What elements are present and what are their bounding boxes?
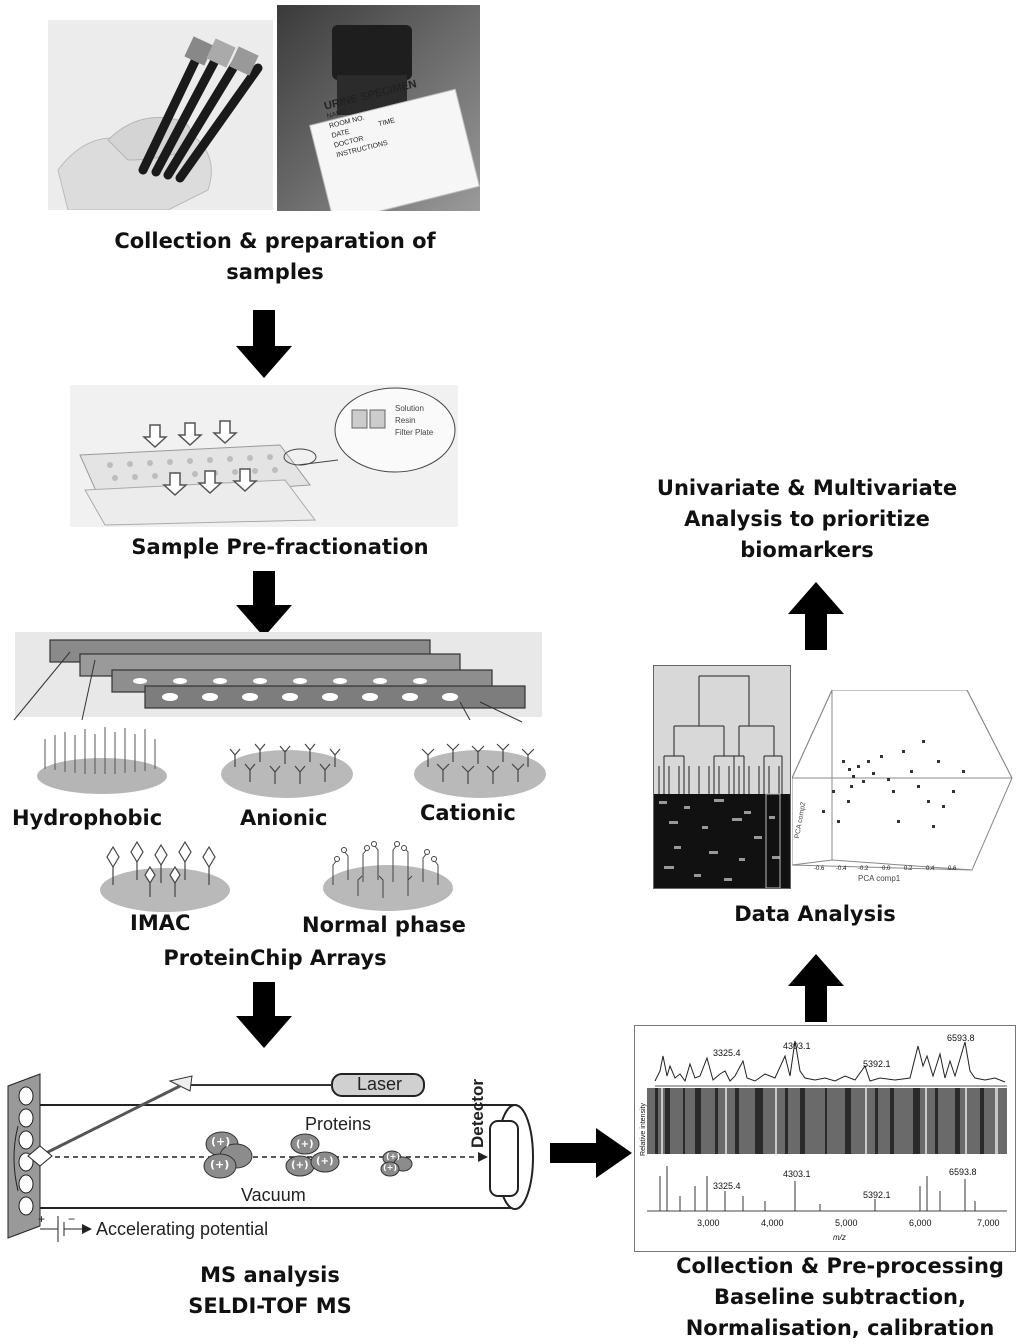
pca-xtick-1: -0.6	[814, 866, 825, 872]
svg-text:−: −	[68, 1212, 75, 1226]
spectrum-panel: 3325.4 4303.1 5392.1 6593.8 Relative int…	[634, 1025, 1016, 1252]
peak-label-top-1: 3325.4	[713, 1048, 741, 1058]
prefractionation-caption: Sample Pre-fractionation	[131, 535, 429, 559]
gloved-hand-tubes-photo	[48, 20, 273, 210]
ion-label-7: (+)	[383, 1163, 398, 1172]
laser-label: Laser	[357, 1074, 403, 1094]
down-arrow-1-icon	[236, 310, 292, 378]
univariate-caption: Univariate & Multivariate Analysis to pr…	[656, 476, 958, 562]
chip-label-normal-phase: Normal phase	[302, 913, 466, 937]
chip-label-imac: IMAC	[130, 911, 191, 935]
accelerating-potential-label: Accelerating potential	[96, 1219, 269, 1239]
peak-label-bottom-3: 5392.1	[863, 1190, 891, 1200]
cationic-surface	[414, 743, 546, 798]
protein-chip-strips	[13, 632, 542, 723]
peak-label-top-4: 6593.8	[947, 1033, 975, 1043]
up-arrow-1-icon	[788, 954, 844, 1022]
pca-xtick-5: 0.2	[904, 866, 913, 872]
collection-caption: Collection & preparation of samples	[114, 229, 436, 284]
filter-label-filter-plate: Filter Plate	[395, 428, 434, 437]
peak-label-bottom-2: 4303.1	[783, 1169, 811, 1179]
pca-xtick-7: 0.6	[948, 866, 957, 872]
chip-label-cationic: Cationic	[420, 801, 516, 825]
filter-plate-image: Solution Resin Filter Plate	[70, 385, 458, 527]
vacuum-label: Vacuum	[241, 1185, 306, 1205]
pca-xtick-6: 0.4	[926, 866, 935, 872]
ion-label-1: (+)	[211, 1135, 231, 1148]
peak-label-bottom-1: 3325.4	[713, 1181, 741, 1191]
down-arrow-2-icon	[236, 571, 292, 637]
anionic-surface	[221, 743, 353, 798]
peak-label-top-3: 5392.1	[863, 1059, 891, 1069]
ion-label-3: (+)	[296, 1139, 314, 1150]
right-arrow-icon	[550, 1128, 632, 1178]
pca-xtick-2: -0.4	[836, 866, 847, 872]
normal-phase-surface	[323, 841, 453, 911]
pca-xtick-3: -0.2	[858, 866, 869, 872]
pca-xlabel: PCA comp1	[858, 874, 901, 883]
proteins-label: Proteins	[305, 1114, 372, 1134]
preprocessing-caption: Collection & Pre-processing Baseline sub…	[676, 1254, 1004, 1340]
spectrum-xlabel: m/z	[833, 1233, 846, 1242]
filter-label-solution: Solution	[395, 404, 424, 413]
protein-chip-caption: ProteinChip Arrays	[163, 946, 387, 970]
seldi-tof-diagram: + −	[7, 1073, 534, 1242]
spectrum-xtick-3: 5,000	[835, 1218, 858, 1228]
imac-surface	[100, 840, 230, 912]
ion-label-5: (+)	[316, 1156, 334, 1167]
ion-label-4: (+)	[291, 1160, 309, 1171]
pca-xtick-4: 0.0	[882, 866, 891, 872]
ion-label-6: (+)	[386, 1152, 401, 1161]
chip-label-anionic: Anionic	[240, 806, 328, 830]
peak-label-bottom-4: 6593.8	[949, 1167, 977, 1177]
spectrum-xtick-2: 4,000	[761, 1218, 784, 1228]
dendrogram-heatmap	[653, 665, 791, 889]
urine-field-time: TIME	[377, 117, 396, 129]
spectrum-xtick-1: 3,000	[697, 1218, 720, 1228]
spectrum-xtick-4: 6,000	[909, 1218, 932, 1228]
detector-label: Detector	[468, 1079, 487, 1148]
hydrophobic-surface	[37, 727, 167, 794]
filter-label-resin: Resin	[395, 416, 416, 425]
svg-text:+: +	[38, 1212, 45, 1226]
pca-3d-plot: -0.6 -0.4 -0.2 0.0 0.2 0.4 0.6 PCA comp1…	[791, 689, 1014, 885]
urine-specimen-photo: URINE SPECIMEN NAME ROOM NO. DATETIME DO…	[277, 5, 480, 211]
spectrum-xtick-5: 7,000	[977, 1218, 1000, 1228]
spectrum-ylabel: Relative intensity	[639, 1103, 647, 1156]
up-arrow-2-icon	[788, 582, 844, 650]
peak-label-top-2: 4303.1	[783, 1041, 811, 1051]
down-arrow-3-icon	[236, 982, 292, 1048]
chip-label-hydrophobic: Hydrophobic	[12, 806, 163, 830]
ms-analysis-caption: MS analysis SELDI-TOF MS	[188, 1263, 352, 1318]
data-analysis-caption: Data Analysis	[734, 902, 896, 926]
ion-label-2: (+)	[210, 1158, 230, 1171]
